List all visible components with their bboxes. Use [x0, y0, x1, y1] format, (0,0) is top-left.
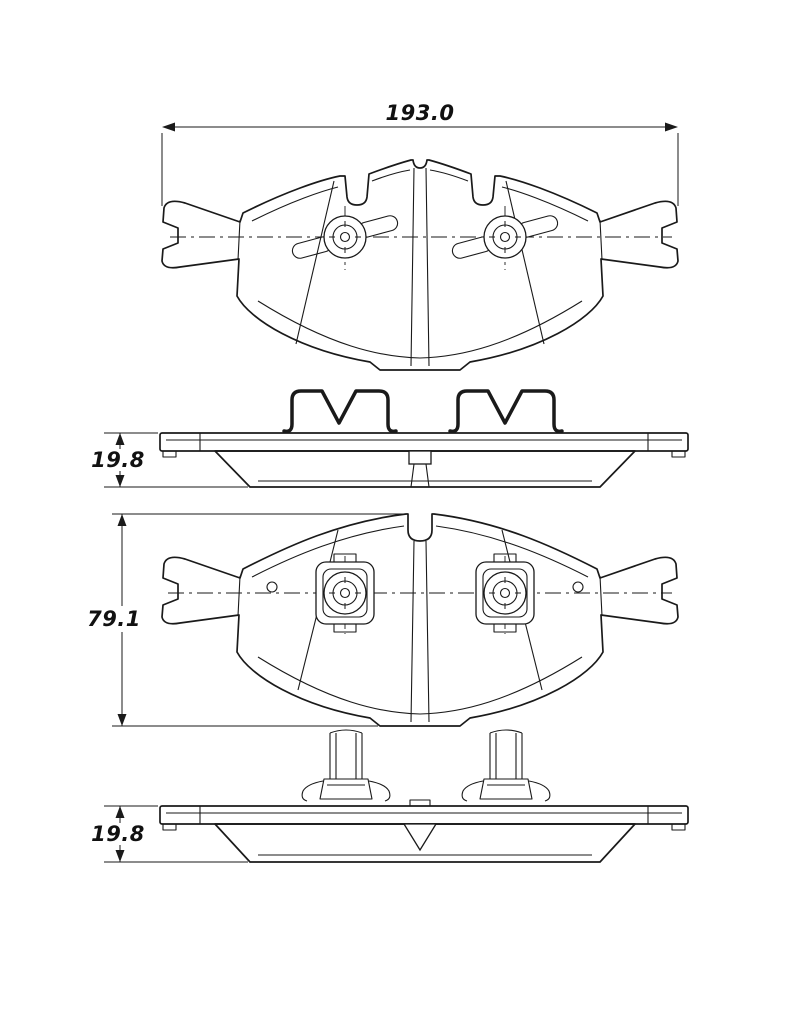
- friction-material-edge: [214, 823, 636, 863]
- ear-joint-lines: [237, 219, 603, 261]
- arrowhead-up: [115, 433, 125, 445]
- sensor-clip-frame-right: [475, 553, 535, 633]
- tick-marks: [329, 221, 361, 253]
- center-bump: [409, 799, 431, 807]
- backing-plate-inner-edge: [501, 186, 589, 222]
- tick-marks: [489, 577, 521, 609]
- friction-chamfer-left: [295, 180, 335, 345]
- backing-plate-inner-edge: [371, 169, 411, 182]
- tick-marks: [329, 577, 361, 609]
- thickness-dimension-upper: 19.8: [91, 432, 248, 488]
- pad-side-view-lower: [159, 799, 689, 863]
- ear-joint-lines: [237, 575, 603, 617]
- retention-clip: [301, 729, 391, 802]
- spring-clip: [282, 389, 398, 434]
- thickness-dimension-lower: 19.8: [91, 805, 248, 863]
- pad-outline: [161, 159, 679, 371]
- thickness-upper-label: 19.8: [91, 448, 145, 472]
- backing-plate-inner-edge: [429, 169, 469, 182]
- end-tab-right: [671, 823, 686, 831]
- wear-sensor-right: [451, 215, 559, 259]
- arrowhead-right: [665, 122, 678, 132]
- backing-plate-edge: [159, 432, 689, 452]
- friction-bottom-edge: [257, 300, 583, 359]
- overall-width-label: 193.0: [386, 101, 455, 125]
- sensor-hole-center: [499, 587, 511, 599]
- clip-hook-left: [301, 780, 324, 802]
- spring-clip: [448, 389, 564, 434]
- arrowhead-down: [117, 714, 127, 726]
- vertical-centerlines: [344, 206, 506, 270]
- end-tab-left: [162, 823, 177, 831]
- ear-boundary-ticks: [199, 433, 649, 451]
- friction-material-edge: [214, 450, 636, 488]
- tick-marks: [489, 221, 521, 253]
- end-tab-left: [162, 450, 177, 458]
- pad-height-label: 79.1: [87, 607, 141, 631]
- end-tab-right: [671, 450, 686, 458]
- sensor-hole-center: [339, 587, 351, 599]
- label-backing: [93, 823, 145, 845]
- backing-plate-inner-edge: [251, 525, 405, 578]
- abutment-spring-clips: [282, 389, 564, 434]
- label-backing: [93, 449, 145, 471]
- pad-side-view-upper: [159, 432, 689, 488]
- label-backing: [88, 606, 142, 632]
- center-slot-notch: [402, 823, 438, 852]
- retention-clip: [461, 729, 551, 802]
- backing-plate-edge: [159, 805, 689, 825]
- clip-base: [319, 778, 373, 800]
- friction-chamfer-right: [505, 180, 545, 345]
- rivet-hole-left: [266, 581, 278, 593]
- frame-inner: [482, 568, 528, 618]
- thickness-lower-label: 19.8: [91, 822, 145, 846]
- clip-shaft: [329, 733, 363, 779]
- sensor-hole-outer: [483, 215, 527, 259]
- center-slot-edge: [410, 463, 430, 488]
- arrowhead-down: [115, 475, 125, 487]
- pad-height-dimension: 79.1: [87, 513, 404, 727]
- arrowhead-up: [117, 514, 127, 526]
- pad-inner-front-view: [161, 513, 679, 727]
- clip-hook-right: [368, 780, 391, 802]
- center-slot: [410, 540, 430, 723]
- sensor-clip-frame-left: [315, 553, 375, 633]
- wear-sensor-left: [291, 215, 399, 259]
- center-slot: [410, 167, 430, 367]
- friction-bottom-edge: [257, 656, 583, 715]
- arrowhead-up: [115, 806, 125, 818]
- backing-plate-inner-edge: [251, 186, 339, 222]
- sensor-hole-outer: [323, 571, 367, 615]
- sensor-hole-center: [499, 231, 511, 243]
- retention-clips: [301, 729, 551, 802]
- backing-plate-inner-edge: [435, 525, 589, 578]
- sensor-hole-center: [339, 231, 351, 243]
- clip-top: [329, 729, 363, 734]
- rivet-hole-right: [572, 581, 584, 593]
- arrowhead-left: [162, 122, 175, 132]
- sensor-hole-outer: [323, 215, 367, 259]
- frame-inner: [322, 568, 368, 618]
- sensor-hole-outer: [483, 571, 527, 615]
- ear-boundary-ticks: [199, 806, 649, 824]
- pad-outer-front-view: [161, 159, 679, 371]
- pad-outline: [161, 513, 679, 727]
- center-lug: [408, 450, 432, 465]
- arrowhead-down: [115, 850, 125, 862]
- overall-width-dimension: 193.0: [161, 101, 679, 206]
